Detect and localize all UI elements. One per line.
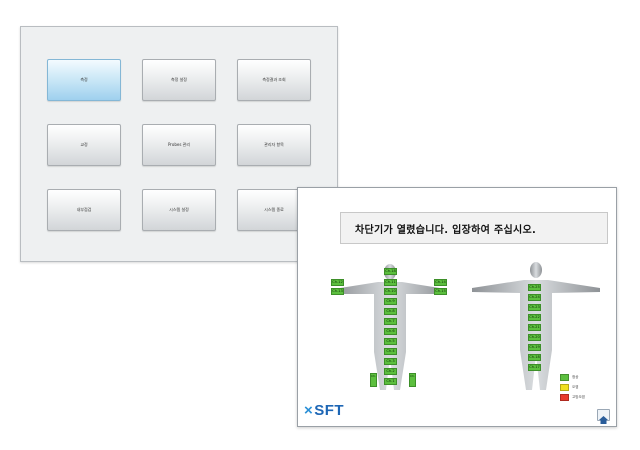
channel-tag[interactable]: Ch.18 xyxy=(384,268,397,275)
channel-tag[interactable]: Ch.13 xyxy=(331,288,344,295)
channel-tag[interactable]: Ch.14 xyxy=(434,279,447,286)
legend-label-high-contamination: 고방오염 xyxy=(572,395,585,399)
sft-logo: ×SFT xyxy=(304,402,344,419)
legend-label-normal: 정상 xyxy=(572,375,579,379)
channel-tag[interactable]: Ch.15 xyxy=(434,288,447,295)
channel-tag[interactable]: Ch.19 xyxy=(528,344,541,351)
channel-tag[interactable]: Ch.3 xyxy=(384,358,397,365)
legend-swatch-high-contamination xyxy=(560,394,569,401)
menu-button-results[interactable]: 측정결과 조회 xyxy=(237,59,311,101)
channel-tag[interactable]: Ch.2 xyxy=(384,368,397,375)
channel-tag[interactable]: Ch.7 xyxy=(384,318,397,325)
legend-label-contaminated: 오염 xyxy=(572,385,579,389)
channel-tag[interactable]: Ch.23 xyxy=(528,304,541,311)
legend-swatch-contaminated xyxy=(560,384,569,391)
channel-tag[interactable]: Ch.17 xyxy=(528,364,541,371)
channel-tag[interactable]: Ch.25 xyxy=(528,284,541,291)
home-button[interactable] xyxy=(597,409,610,424)
menu-button-calibration[interactable]: 교정 xyxy=(47,124,121,166)
channel-tag[interactable]: Ch.10 xyxy=(384,288,397,295)
channel-tag[interactable]: Ch.20 xyxy=(528,334,541,341)
logo-mark-icon: × xyxy=(304,402,314,419)
channel-tag[interactable]: Ch.8 xyxy=(384,308,397,315)
channel-tag[interactable]: Ch.11 xyxy=(384,279,397,286)
channel-tag[interactable]: Ch.4 xyxy=(384,348,397,355)
channel-tag[interactable]: Ch.16 xyxy=(370,373,377,387)
menu-button-admin[interactable]: 관리자 항목 xyxy=(237,124,311,166)
channel-tag[interactable]: Ch.22 xyxy=(528,314,541,321)
channel-tag[interactable]: Ch.18 xyxy=(528,354,541,361)
channel-tag[interactable]: Ch.6 xyxy=(384,328,397,335)
menu-button-measure[interactable]: 측정 xyxy=(47,59,121,101)
home-icon xyxy=(599,416,608,424)
channel-tag[interactable]: Ch.24 xyxy=(528,294,541,301)
menu-button-system-settings[interactable]: 시스템 설정 xyxy=(142,189,216,231)
logo-text: SFT xyxy=(314,402,345,419)
status-message: 차단기가 열렸습니다. 입장하여 주십시오. xyxy=(340,212,608,244)
menu-button-measure-settings[interactable]: 측정 설정 xyxy=(142,59,216,101)
menu-button-self-check[interactable]: 내부점검 xyxy=(47,189,121,231)
legend-swatch-normal xyxy=(560,374,569,381)
channel-tag[interactable]: Ch.12 xyxy=(331,279,344,286)
main-menu-window: 측정 측정 설정 측정결과 조회 교정 Probes 관리 관리자 항목 내부점… xyxy=(20,26,338,262)
channel-tag[interactable]: Ch.17 xyxy=(409,373,416,387)
channel-tag[interactable]: Ch.5 xyxy=(384,338,397,345)
menu-button-probes[interactable]: Probes 관리 xyxy=(142,124,216,166)
channel-tag[interactable]: Ch.9 xyxy=(384,298,397,305)
channel-tag[interactable]: Ch.1 xyxy=(384,378,397,385)
channel-tag[interactable]: Ch.21 xyxy=(528,324,541,331)
body-monitor-window: 차단기가 열렸습니다. 입장하여 주십시오. Ch.18 Ch.12 Ch.13… xyxy=(297,187,617,427)
